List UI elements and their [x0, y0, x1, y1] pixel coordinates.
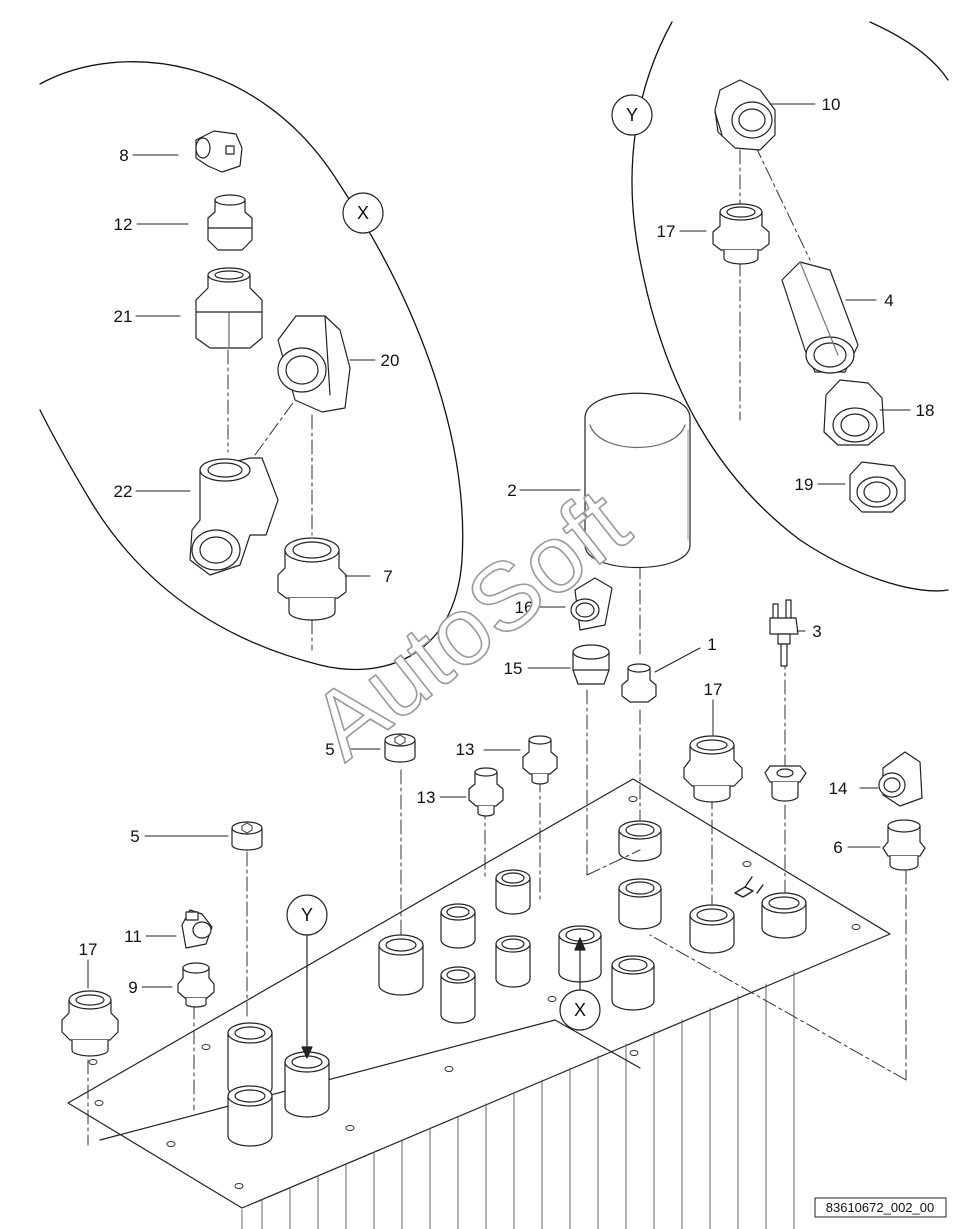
callout-4: 4	[884, 291, 893, 310]
detail-marker-y-bottom: Y	[286, 894, 328, 936]
adapter-fitting	[882, 819, 926, 871]
clip	[734, 876, 764, 898]
port	[495, 935, 531, 988]
callout-6: 6	[833, 838, 842, 857]
callout-13-lower: 13	[417, 788, 436, 807]
callout-9: 9	[128, 978, 137, 997]
reference-code-box: 83610672_002_00	[814, 1197, 947, 1218]
callout-5-upper: 5	[325, 740, 334, 759]
callout-7: 7	[383, 567, 392, 586]
adapter-17-detail	[712, 203, 770, 265]
adapter-12	[207, 194, 253, 251]
callout-21: 21	[114, 307, 133, 326]
nipple-fitting	[468, 767, 504, 817]
svg-text:83610672_002_00: 83610672_002_00	[826, 1200, 934, 1215]
callout-3: 3	[812, 622, 821, 641]
nut-18	[823, 379, 885, 446]
callout-5-lower: 5	[130, 827, 139, 846]
detail-marker-y-top: Y	[611, 94, 653, 136]
port	[618, 878, 662, 930]
small-adapter	[177, 962, 215, 1008]
assembly-lines	[87, 144, 907, 1146]
callout-20: 20	[381, 351, 400, 370]
port	[227, 1022, 273, 1099]
elbow-8	[195, 130, 243, 173]
marker-arrows	[301, 934, 586, 1059]
callout-13-upper: 13	[456, 740, 475, 759]
leader-lines	[87, 103, 911, 989]
port	[440, 903, 476, 949]
tank-base-plate	[67, 778, 891, 1229]
elbow-10	[714, 79, 776, 151]
port	[618, 820, 662, 862]
callout-11: 11	[124, 927, 142, 946]
callout-8: 8	[119, 146, 128, 165]
detail-marker-x-top: X	[342, 192, 384, 234]
elbow-fitting	[570, 577, 613, 631]
port	[689, 904, 735, 954]
svg-text:X: X	[574, 1000, 586, 1020]
callout-1: 1	[707, 635, 716, 654]
large-adapter	[683, 735, 743, 803]
callout-19: 19	[795, 475, 814, 494]
callout-17-left: 17	[79, 940, 98, 959]
plug	[384, 733, 416, 763]
callout-16: 16	[515, 598, 534, 617]
large-adapter-left	[61, 990, 119, 1057]
plug	[231, 821, 263, 851]
sensor-seal	[764, 765, 807, 802]
nut-19	[849, 461, 906, 513]
callout-12: 12	[114, 215, 133, 234]
callout-17-detail: 17	[657, 222, 676, 241]
svg-text:X: X	[357, 203, 369, 223]
elbow-fitting-right	[878, 751, 923, 807]
svg-text:Y: Y	[626, 105, 638, 125]
nipple-fitting	[522, 735, 558, 785]
svg-text:Y: Y	[301, 905, 313, 925]
callout-22: 22	[114, 482, 133, 501]
callout-15: 15	[504, 659, 523, 678]
port	[611, 955, 655, 1011]
port	[440, 966, 476, 1024]
callout-18: 18	[916, 401, 935, 420]
coupling-4	[781, 261, 859, 374]
large-fitting	[572, 644, 610, 685]
small-elbow	[181, 909, 213, 949]
detail-marker-x-bottom: X	[559, 989, 601, 1031]
port	[378, 934, 424, 996]
adapter-7	[277, 537, 347, 621]
callout-14: 14	[829, 779, 848, 798]
port	[227, 1085, 273, 1147]
small-fitting	[621, 663, 657, 703]
temperature-sensor	[769, 599, 799, 667]
callout-10: 10	[822, 95, 841, 114]
port	[495, 869, 531, 915]
elbow-20	[277, 315, 351, 413]
detail-x-outline	[39, 61, 464, 671]
filter-canister	[584, 392, 691, 568]
port	[761, 892, 807, 939]
tee-22	[189, 457, 279, 576]
callout-2: 2	[507, 481, 516, 500]
reducer-21	[195, 267, 263, 349]
port	[284, 1051, 330, 1118]
callout-17-middle: 17	[704, 680, 723, 699]
